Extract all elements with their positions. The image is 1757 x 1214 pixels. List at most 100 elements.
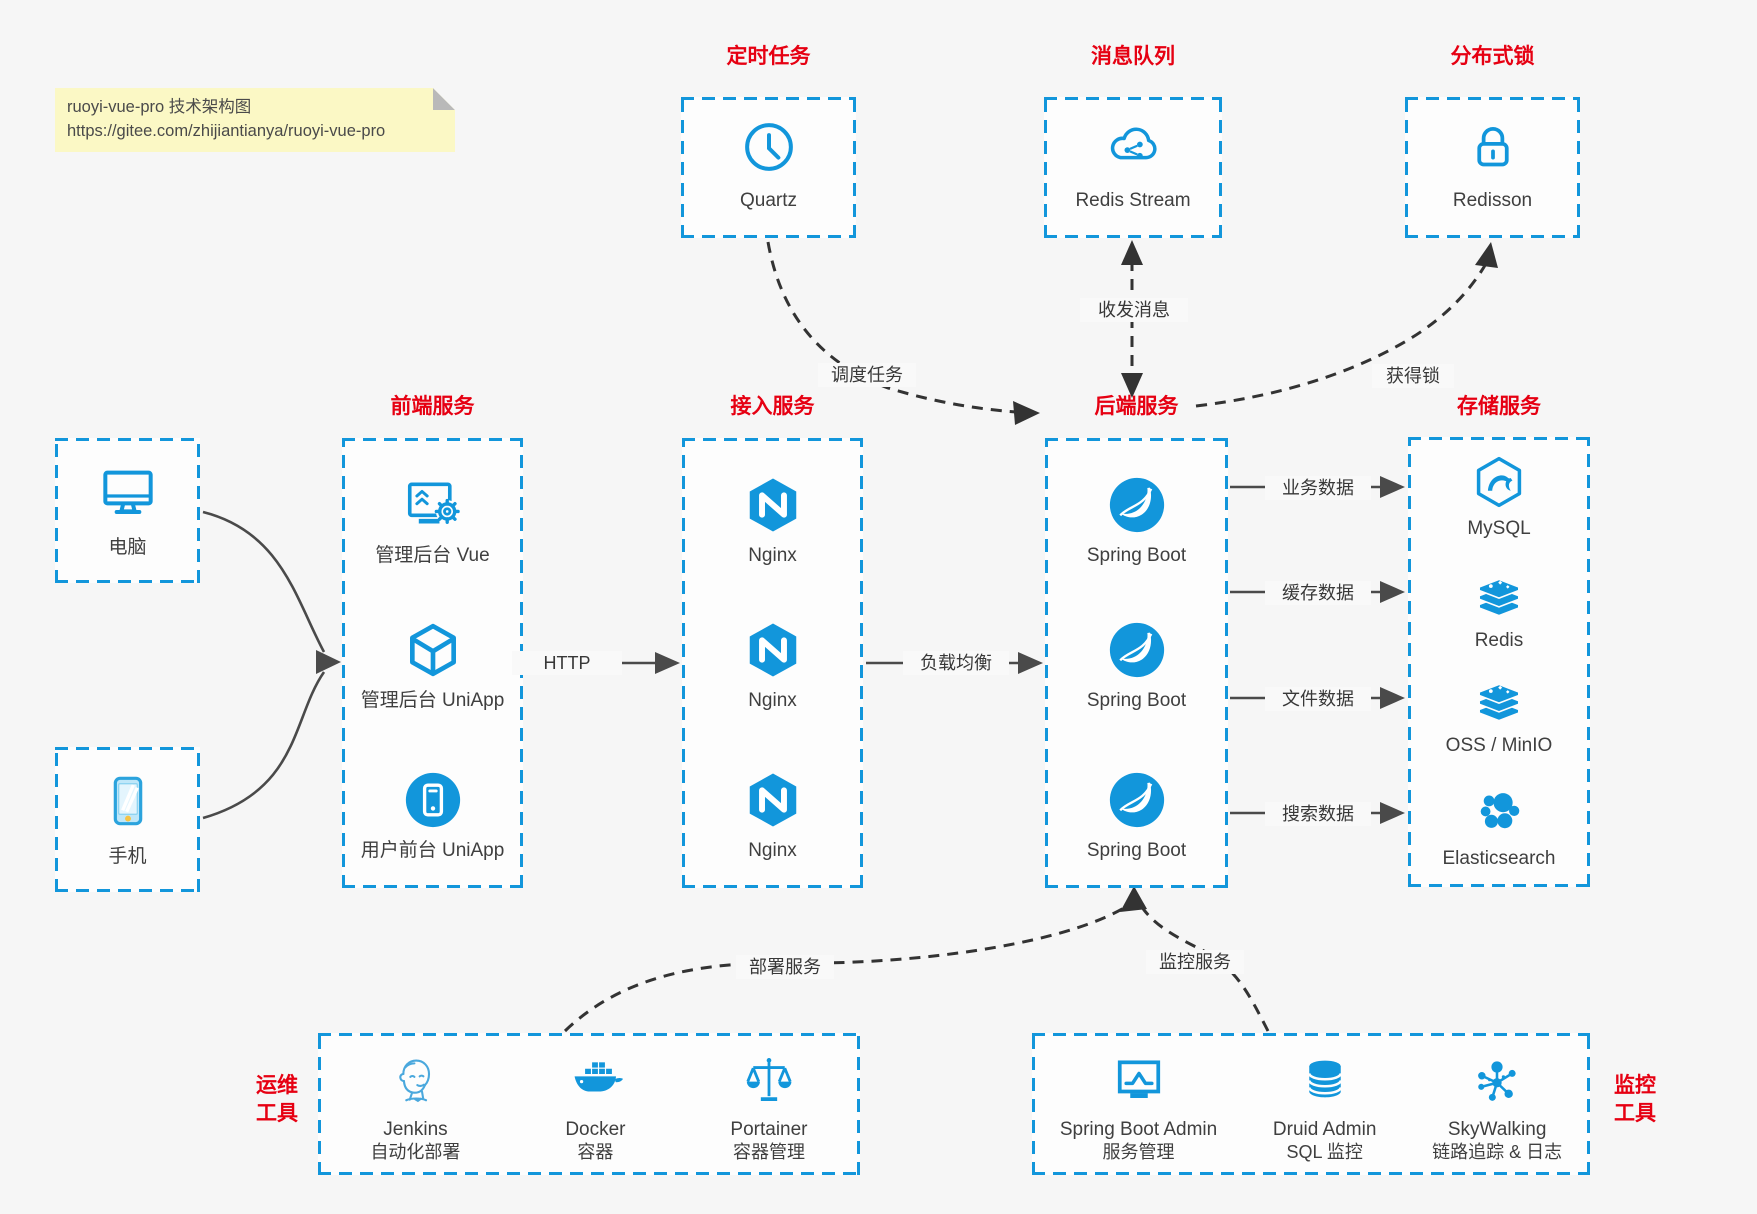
edge-get-lock — [1195, 261, 1489, 408]
node-nginx-3: Nginx — [682, 769, 863, 863]
node-label: Elasticsearch — [1442, 848, 1556, 869]
tool-desc: 容器管理 — [732, 1142, 805, 1162]
node-skywalking: SkyWalking 链路追踪 & 日志 — [1432, 1053, 1562, 1164]
docker-icon — [567, 1053, 624, 1118]
edge-mobile-to-frontend — [202, 671, 326, 820]
node-label: Spring Boot — [1086, 840, 1187, 861]
node-label: 管理后台 Vue — [375, 545, 490, 566]
edge-desktop-to-frontend — [202, 510, 326, 653]
arrowhead — [655, 652, 680, 674]
node-label: Spring Boot — [1086, 545, 1187, 566]
node-label: Redisson — [1452, 190, 1533, 211]
box-monitoring-tools: Spring Boot Admin 服务管理 Druid Admin SQL 监… — [1032, 1033, 1590, 1175]
tool-name: Jenkins — [383, 1119, 448, 1140]
arrowhead — [1380, 476, 1405, 498]
tool-name: Portainer — [730, 1119, 808, 1140]
section-title-backend: 后端服务 — [1094, 395, 1179, 418]
column-gateway: Nginx Nginx Nginx — [682, 438, 863, 888]
edge-label-business-data: 业务数据 — [1265, 476, 1371, 500]
lock-icon — [1463, 117, 1523, 177]
edge-label-load-balance: 负载均衡 — [903, 651, 1009, 675]
section-title-scheduled-tasks: 定时任务 — [726, 45, 811, 68]
node-label: Quartz — [739, 190, 798, 211]
arrowhead — [1013, 401, 1040, 425]
section-title-ops-tools: 运维 工具 — [256, 1074, 298, 1125]
arrowhead — [1121, 240, 1143, 265]
box-ops-tools: Jenkins 自动化部署 Docker 容器 — [318, 1033, 860, 1175]
tool-desc: SQL 监控 — [1286, 1142, 1363, 1162]
node-label: 手机 — [108, 846, 147, 867]
node-label: Redis — [1474, 630, 1524, 651]
arrowhead — [1018, 652, 1043, 674]
arrowhead — [316, 650, 341, 674]
arrowhead — [1380, 802, 1405, 824]
monitor-chart-icon — [1111, 1053, 1167, 1118]
column-backend: Spring Boot Spring Boot Spring Boot — [1045, 438, 1228, 888]
section-title-distributed-lock: 分布式锁 — [1450, 45, 1535, 68]
note-title: ruoyi-vue-pro 技术架构图 — [67, 98, 252, 116]
clock-icon — [739, 117, 799, 177]
section-title-frontend: 前端服务 — [390, 395, 475, 418]
node-quartz: Quartz — [681, 97, 856, 238]
node-druid-admin: Druid Admin SQL 监控 — [1273, 1053, 1376, 1164]
section-title-gateway: 接入服务 — [730, 395, 815, 418]
mobile-icon — [96, 769, 160, 833]
node-jenkins: Jenkins 自动化部署 — [370, 1053, 460, 1164]
node-label: Redis Stream — [1075, 190, 1191, 211]
spring-icon — [1106, 619, 1168, 681]
spring-icon — [1106, 474, 1168, 536]
node-label: OSS / MinIO — [1445, 735, 1553, 756]
arrowhead — [1120, 886, 1147, 912]
node-admin-uniapp: 管理后台 UniApp — [342, 619, 523, 713]
spring-icon — [1106, 769, 1168, 831]
node-user-uniapp: 用户前台 UniApp — [342, 769, 523, 863]
nginx-icon — [742, 474, 804, 536]
sticky-note: ruoyi-vue-pro 技术架构图 https://gitee.com/zh… — [55, 88, 455, 152]
section-title-storage: 存储服务 — [1457, 395, 1541, 418]
tool-desc: 链路追踪 & 日志 — [1432, 1142, 1563, 1162]
node-label: Spring Boot — [1086, 690, 1187, 711]
phone-circle-icon — [402, 769, 464, 831]
column-frontend: 管理后台 Vue 管理后台 UniApp 用户前台 UniApp — [342, 438, 523, 888]
nginx-icon — [742, 619, 804, 681]
note-url: https://gitee.com/zhijiantianya/ruoyi-vu… — [67, 121, 386, 140]
node-label: MySQL — [1467, 518, 1531, 539]
node-docker: Docker 容器 — [565, 1053, 626, 1164]
column-storage: MySQL Redis — [1408, 437, 1590, 887]
node-nginx-2: Nginx — [682, 619, 863, 713]
node-spring-boot-admin: Spring Boot Admin 服务管理 — [1060, 1053, 1217, 1164]
edge-label-lock: 获得锁 — [1372, 364, 1454, 388]
node-label: Nginx — [748, 690, 797, 711]
edge-deploy — [563, 906, 1125, 1033]
node-mysql: MySQL — [1408, 454, 1590, 541]
cloud-stream-icon — [1103, 117, 1163, 177]
edge-monitor — [1138, 903, 1270, 1032]
arrowhead — [1121, 373, 1143, 398]
edge-label-message: 收发消息 — [1080, 298, 1188, 322]
edge-label-deploy: 部署服务 — [736, 955, 834, 979]
node-mobile-client: 手机 — [55, 747, 200, 892]
node-label: Nginx — [748, 840, 797, 861]
edge-label-file-data: 文件数据 — [1265, 687, 1371, 711]
database-icon — [1297, 1053, 1353, 1118]
tool-desc: 自动化部署 — [370, 1142, 461, 1162]
stack-icon — [1471, 671, 1527, 727]
tool-name: Spring Boot Admin — [1059, 1119, 1218, 1140]
edge-label-monitor: 监控服务 — [1146, 950, 1244, 974]
node-portainer: Portainer 容器管理 — [730, 1053, 808, 1164]
section-title-monitoring-tools: 监控 工具 — [1614, 1074, 1656, 1125]
edge-label-search-data: 搜索数据 — [1265, 802, 1371, 826]
node-label: Nginx — [748, 545, 797, 566]
tool-desc: 容器 — [577, 1142, 614, 1162]
nginx-icon — [742, 769, 804, 831]
stack-icon — [1471, 566, 1527, 622]
node-redisson: Redisson — [1405, 97, 1580, 238]
node-redis-stream: Redis Stream — [1044, 97, 1222, 238]
tool-desc: 服务管理 — [1102, 1142, 1175, 1162]
node-redis: Redis — [1408, 566, 1590, 653]
tool-name: Docker — [565, 1119, 626, 1140]
jenkins-icon — [387, 1053, 443, 1118]
arrowhead — [1380, 687, 1405, 709]
